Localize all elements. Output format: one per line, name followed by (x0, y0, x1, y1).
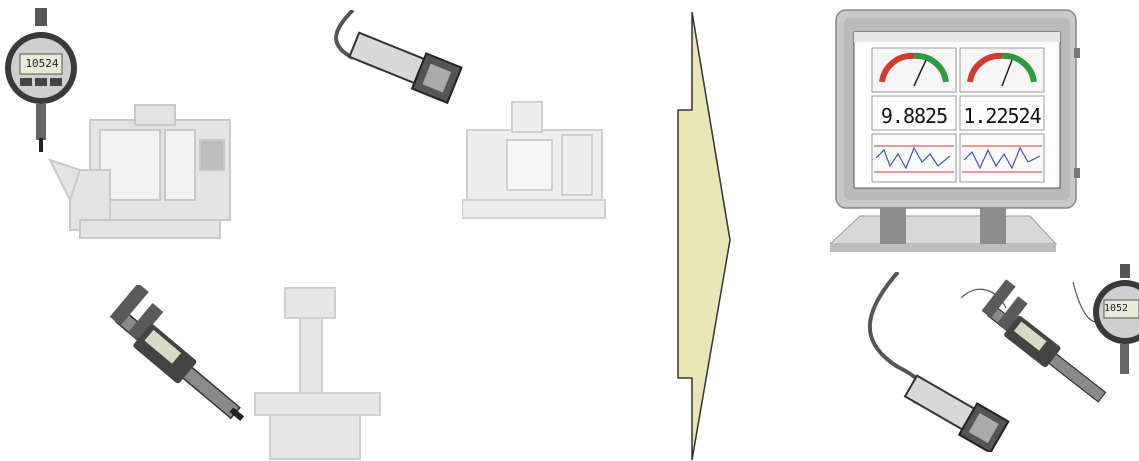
dial-indicator-right-icon (1068, 262, 1139, 432)
probe-cable-icon (318, 10, 478, 120)
caliper-icon (88, 285, 248, 450)
monitor-left-reading: 9.8825 (874, 104, 954, 128)
left-indicator-reading: 10524 (22, 57, 62, 70)
monitor-scene: 9.8825 1.22524 (830, 8, 1090, 268)
transition-arrow-icon (672, 12, 742, 460)
left-scene: 10524 (0, 0, 640, 461)
machining-center-icon (462, 100, 607, 220)
cnc-machine-left-icon (40, 100, 240, 250)
right-indicator-reading: 1052 (1104, 303, 1139, 314)
vertical-mill-icon (250, 283, 385, 461)
monitor-frame (830, 8, 1090, 268)
monitor-right-reading: 1.22524 (962, 104, 1042, 128)
